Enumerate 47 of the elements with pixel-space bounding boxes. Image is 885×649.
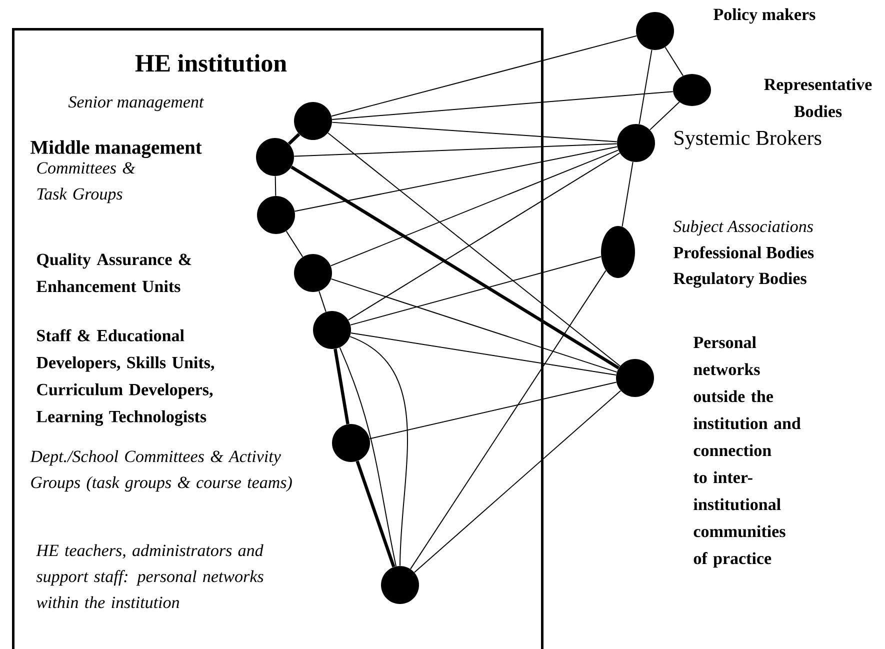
connector-line — [369, 382, 617, 440]
node-label: Dept./School Committees & Activity Groups (task groups & course teams) — [30, 450, 292, 492]
connector-line — [339, 347, 397, 567]
connector-line — [330, 278, 618, 373]
connector-line — [350, 336, 408, 566]
connector-line — [356, 460, 396, 568]
connector-line — [286, 230, 304, 258]
node-label: Subject Associations — [673, 220, 813, 236]
network-node — [294, 102, 332, 140]
network-node — [257, 196, 295, 234]
connector-line — [622, 161, 634, 228]
group-label: Quality Assurance & Enhancement Units — [36, 253, 192, 292]
connector-line — [331, 35, 637, 117]
node-label: Policy makers — [714, 8, 816, 24]
node-label: Representative Bodies — [764, 78, 872, 118]
node-label: Middle management — [30, 140, 202, 158]
connector-line — [350, 256, 602, 326]
connector-line — [290, 166, 620, 370]
connector-line — [328, 132, 620, 367]
connector-line — [350, 332, 617, 376]
network-node — [381, 566, 419, 604]
node-label: Systemic Brokers — [674, 130, 822, 150]
node-label: Professional Bodies — [674, 246, 814, 258]
connector-line — [288, 133, 300, 145]
network-node — [313, 311, 351, 349]
connector-line — [334, 348, 350, 424]
connector-line — [414, 390, 622, 573]
frame-title: HE institution — [135, 54, 287, 72]
connector-line — [664, 46, 684, 76]
connector-line — [330, 150, 619, 266]
group-label: Committees & Task Groups — [37, 162, 136, 204]
connector-line — [638, 49, 652, 125]
connector-line — [348, 152, 620, 320]
network-node — [294, 254, 332, 292]
connector-line — [332, 91, 674, 120]
group-label: Staff & Educational Developers, Skills Units, Curriculum Developers, Learning Technologists — [36, 329, 214, 426]
node-label: Personal networks outside the institution and connection to inter-institutional communities of practice — [693, 336, 801, 568]
connector-line — [410, 270, 606, 570]
node-label: Regulatory Bodies — [674, 272, 806, 288]
connector-line — [294, 146, 618, 212]
group-label: Senior management — [68, 96, 204, 112]
connector-line — [649, 102, 680, 130]
connector-line — [274, 176, 276, 196]
connector-line — [318, 290, 326, 312]
connector-line — [332, 122, 618, 142]
group-label: HE teachers, administrators and support staff: personal networks within the institution — [36, 544, 264, 608]
connector-line — [294, 143, 618, 157]
